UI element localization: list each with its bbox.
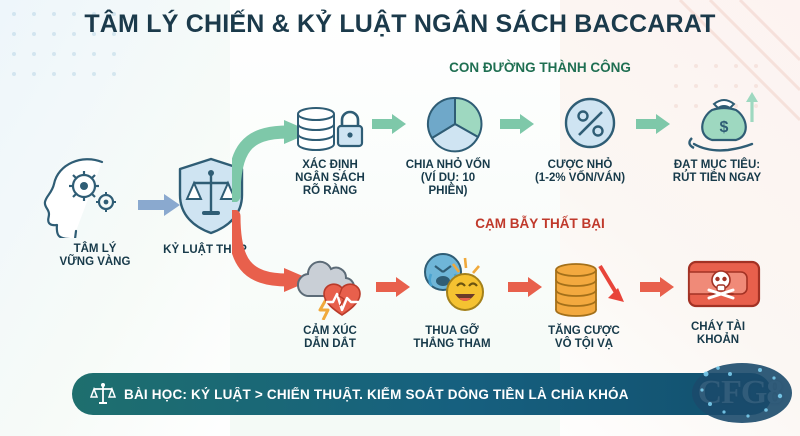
node-start-label: TÂM LÝ VỮNG VÀNG: [59, 243, 131, 268]
section-label-success: CON ĐƯỜNG THÀNH CÔNG: [449, 60, 631, 75]
node-fail-1-label: CẢM XÚC DẪN DẮT: [303, 325, 357, 350]
bottom-banner: BÀI HỌC: KỶ LUẬT > CHIẾN THUẬT. KIỂM SOÁ…: [72, 373, 772, 415]
arrow-fail-3-4: [640, 277, 674, 297]
node-fail-3-label: TĂNG CƯỢC VÔ TỘI VẠ: [548, 325, 620, 350]
node-start: TÂM LÝ VỮNG VÀNG: [40, 152, 150, 269]
node-fail-4: CHÁY TÀI KHOẢN: [666, 252, 770, 347]
arrow-success-3-4: [636, 114, 670, 134]
logo-sparkle-decoration: [692, 363, 792, 423]
node-success-1: XÁC ĐỊNH NGÂN SÁCH RÕ RÀNG: [290, 92, 370, 198]
node-fail-4-label: CHÁY TÀI KHOẢN: [690, 321, 746, 346]
shield-scales-icon: [178, 157, 244, 235]
svg-text:$: $: [720, 119, 729, 136]
percent-circle-icon: [564, 97, 615, 149]
scales-icon: [90, 381, 116, 407]
node-fail-2: THUA GỠ THẮNG THAM: [404, 246, 500, 351]
wallet-skull-icon: [687, 260, 760, 308]
logo[interactable]: CFG8: [686, 358, 794, 428]
pie-chart-icon: [426, 96, 482, 153]
section-label-fail: CẠM BẪY THẤT BẠI: [475, 216, 605, 231]
arrow-success-2-3: [500, 114, 534, 134]
node-success-1-label: XÁC ĐỊNH NGÂN SÁCH RÕ RÀNG: [295, 159, 365, 197]
dot-pattern-decoration-right: [674, 64, 758, 108]
node-success-3: CƯỢC NHỎ (1-2% VỐN/VÁN): [530, 92, 630, 185]
node-success-2: CHIA NHỎ VỐN (VÍ DỤ: 10 PHIÊN): [400, 92, 496, 198]
crying-laughing-emoji-icon: [424, 253, 484, 311]
arrow-fail-2-3: [508, 277, 542, 297]
coins-down-arrow-icon: [555, 263, 624, 317]
coins-lock-icon: [297, 107, 364, 151]
node-fail-2-label: THUA GỠ THẮNG THAM: [413, 325, 491, 350]
node-fail-3: TĂNG CƯỢC VÔ TỘI VẠ: [534, 244, 634, 351]
page-title: TÂM LÝ CHIẾN & KỶ LUẬT NGÂN SÁCH BACCARA…: [84, 10, 716, 38]
node-success-2-label: CHIA NHỎ VỐN (VÍ DỤ: 10 PHIÊN): [405, 159, 491, 197]
node-success-4: $ ĐẠT MỤC TIÊU: RÚT TIỀN NGAY: [662, 88, 772, 185]
background-middle-panel: [230, 0, 560, 436]
arrow-start-to-shield: [138, 194, 180, 216]
node-fail-1: CẢM XÚC DẪN DẮT: [288, 248, 372, 351]
arrow-fail-1-2: [376, 277, 410, 297]
arrow-shield-to-fail: [232, 210, 312, 292]
banner-text: BÀI HỌC: KỶ LUẬT > CHIẾN THUẬT. KIỂM SOÁ…: [124, 386, 629, 402]
node-success-4-label: ĐẠT MỤC TIÊU: RÚT TIỀN NGAY: [672, 159, 762, 184]
storm-cloud-heartbeat-icon: [296, 260, 361, 321]
arrow-success-1-2: [372, 114, 406, 134]
money-bag-hand-icon: $: [688, 92, 758, 152]
node-success-3-label: CƯỢC NHỎ (1-2% VỐN/VÁN): [534, 159, 626, 184]
head-gears-icon: [43, 158, 116, 241]
dot-pattern-decoration: [12, 12, 116, 76]
diagonal-lines-decoration: [678, 0, 800, 122]
